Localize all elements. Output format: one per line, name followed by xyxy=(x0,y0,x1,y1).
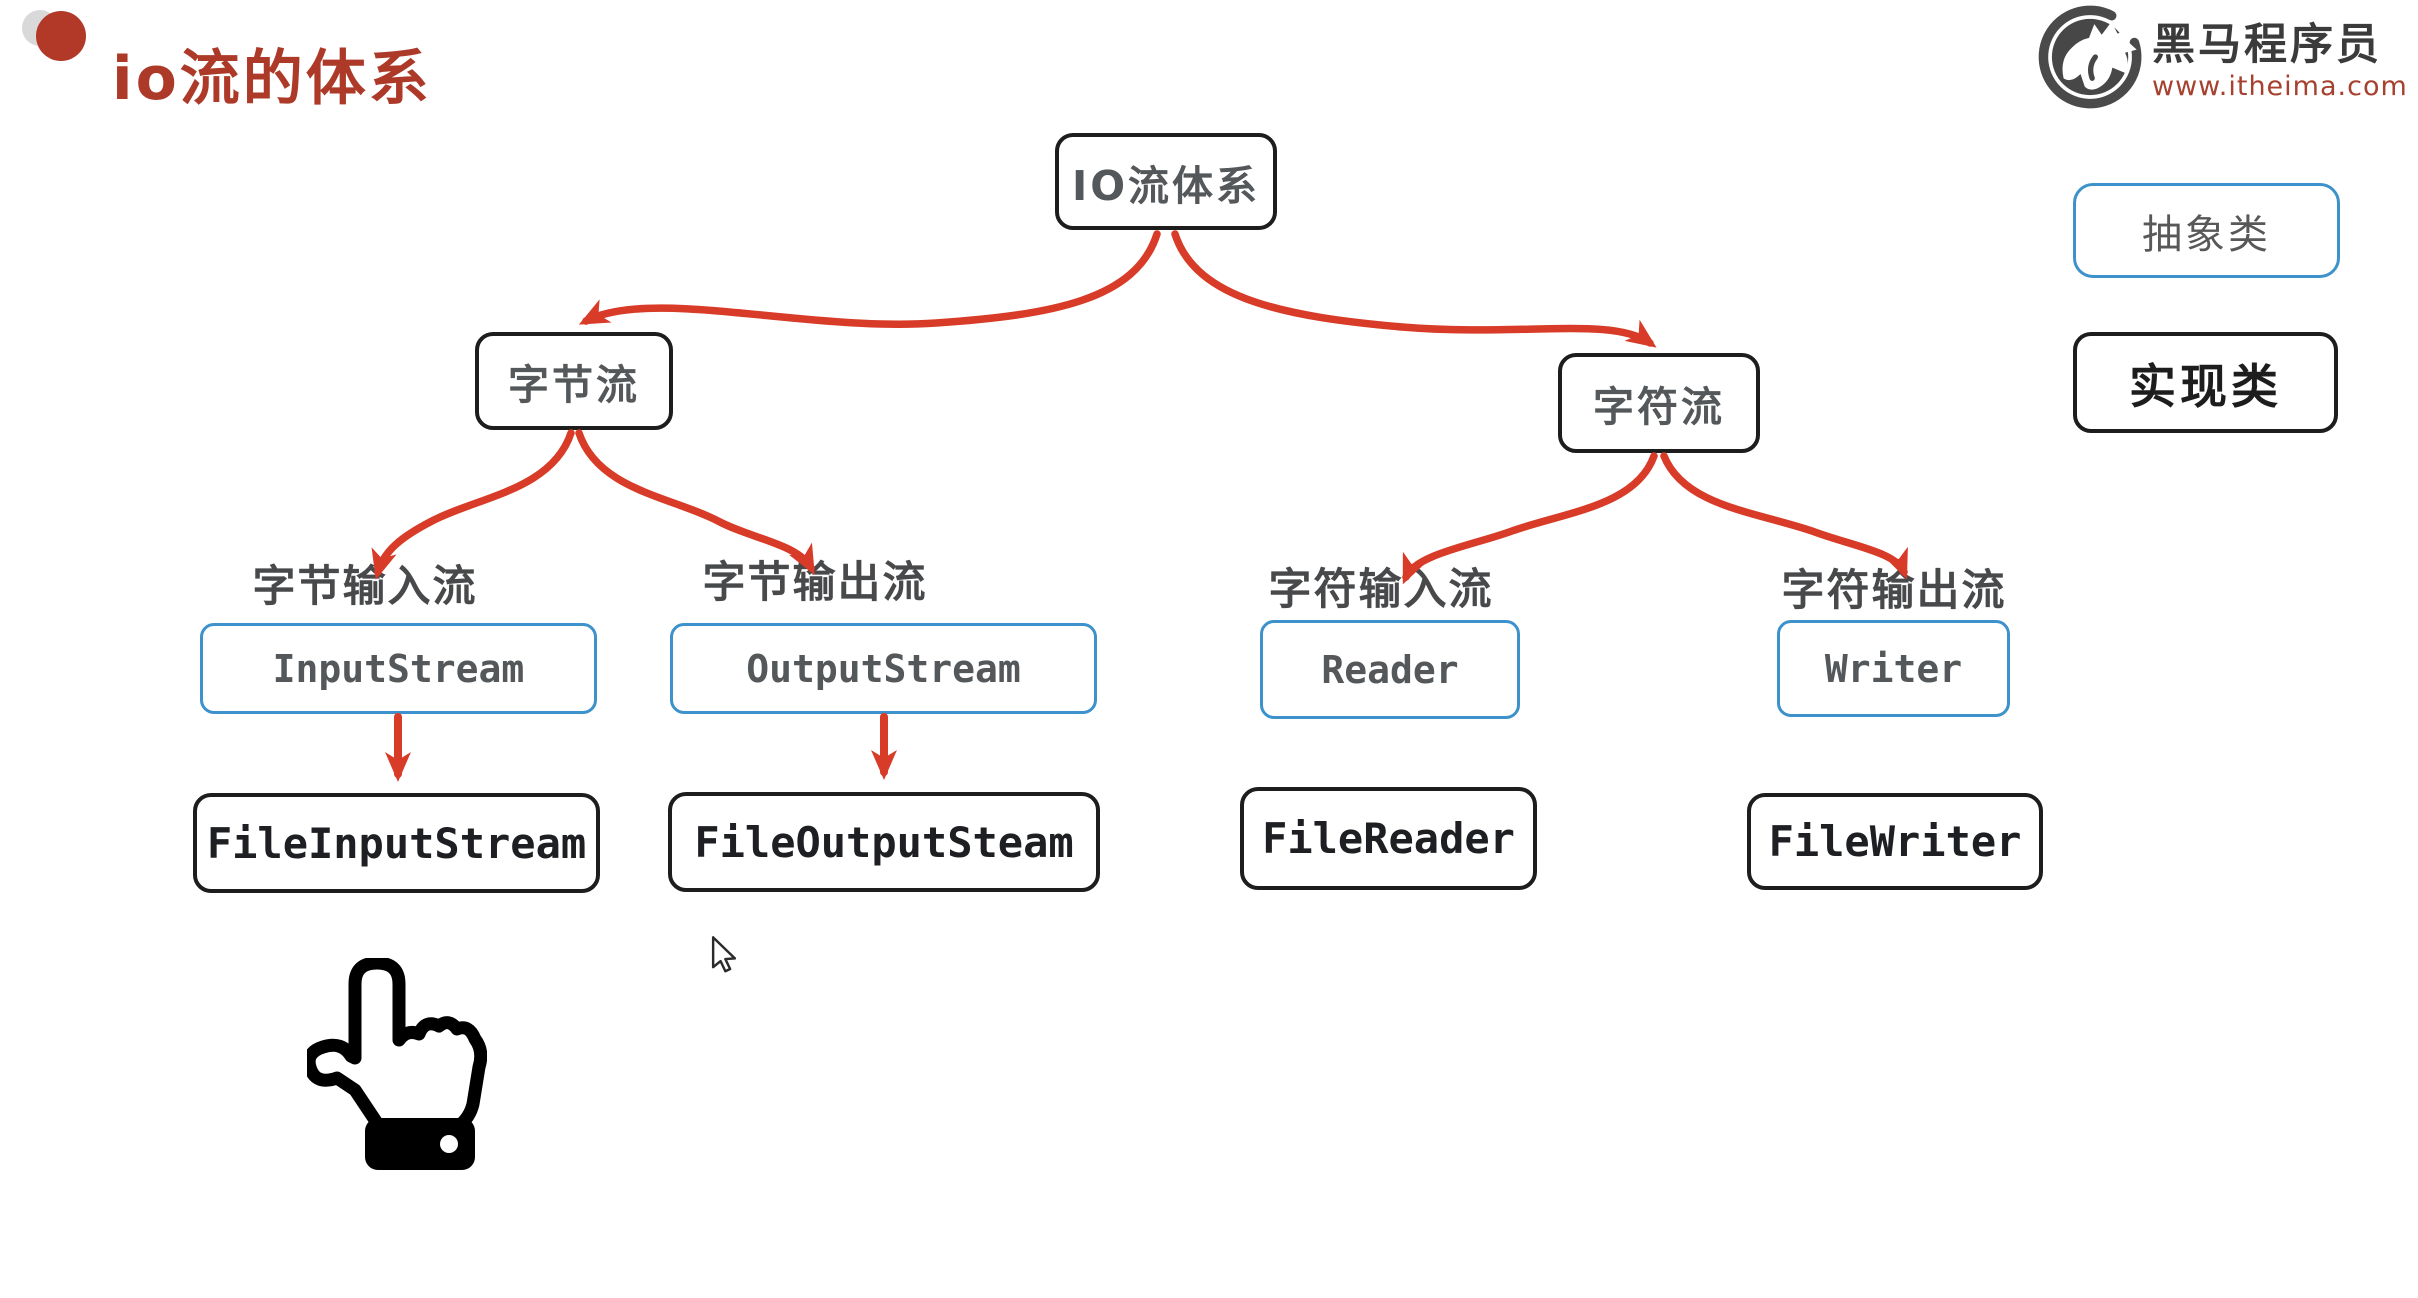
label-char-input: 字符输入流 xyxy=(1268,565,1494,615)
logo-brand-text: 黑马程序员 xyxy=(2152,20,2382,70)
node-char-stream: 字符流 xyxy=(1558,353,1760,453)
legend-abstract-label: 抽象类 xyxy=(2142,211,2271,258)
node-reader: Reader xyxy=(1260,620,1520,719)
label-byte-output: 字节输出流 xyxy=(702,558,928,608)
node-outputstream-label: OutputStream xyxy=(746,646,1021,691)
node-writer-label: Writer xyxy=(1824,646,1963,691)
label-char-output: 字符输出流 xyxy=(1781,566,2007,616)
label-byte-input: 字节输入流 xyxy=(252,562,478,612)
arrow-char-to-output xyxy=(1660,452,1908,580)
mouse-cursor-icon xyxy=(711,936,737,973)
node-byte-stream: 字节流 xyxy=(475,332,673,430)
legend-implementation-label: 实现类 xyxy=(2129,360,2282,415)
node-fileoutputsteam: FileOutputSteam xyxy=(668,792,1100,892)
legend-implementation-box: 实现类 xyxy=(2073,332,2338,433)
node-filereader: FileReader xyxy=(1240,787,1537,890)
node-fileoutputsteam-label: FileOutputSteam xyxy=(694,817,1074,867)
logo-website-text: www.itheima.com xyxy=(2152,71,2408,103)
node-inputstream: InputStream xyxy=(200,623,597,714)
node-fileinputstream-label: FileInputStream xyxy=(206,818,587,868)
arrow-root-to-char-stream xyxy=(1171,230,1657,348)
red-dot-decoration xyxy=(36,11,86,61)
arrow-root-to-byte-stream xyxy=(578,230,1161,328)
node-filewriter: FileWriter xyxy=(1747,793,2043,890)
node-char-stream-label: 字符流 xyxy=(1593,383,1725,431)
node-byte-stream-label: 字节流 xyxy=(508,361,640,409)
node-filereader-label: FileReader xyxy=(1262,814,1515,863)
node-reader-label: Reader xyxy=(1321,647,1459,692)
node-inputstream-label: InputStream xyxy=(272,646,525,691)
page-title: io流的体系 xyxy=(112,44,432,114)
node-io-root-label: IO流体系 xyxy=(1071,161,1261,210)
node-outputstream: OutputStream xyxy=(670,623,1097,714)
node-filewriter-label: FileWriter xyxy=(1768,817,2022,866)
legend-abstract-box: 抽象类 xyxy=(2073,183,2340,278)
pointing-hand-icon xyxy=(307,958,487,1170)
logo-text: 黑马程序员 www.itheima.com xyxy=(2152,20,2408,103)
node-fileinputstream: FileInputStream xyxy=(193,793,600,893)
horse-logo-icon xyxy=(2038,5,2142,109)
node-io-root: IO流体系 xyxy=(1055,133,1277,230)
node-writer: Writer xyxy=(1777,620,2010,717)
